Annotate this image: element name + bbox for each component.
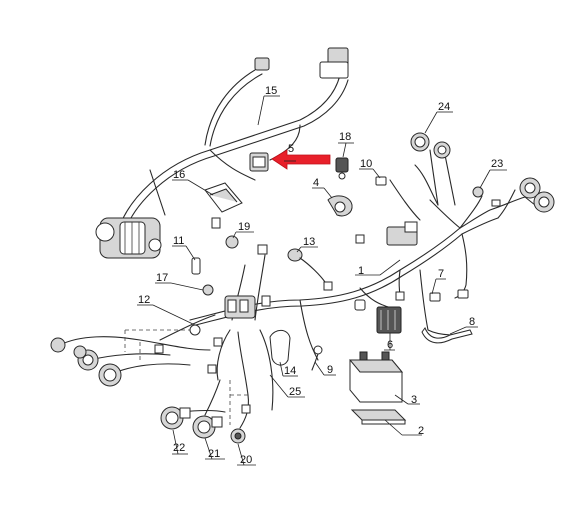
callout-3: 3 bbox=[411, 394, 417, 406]
part-2-battery-tray bbox=[350, 409, 407, 425]
leader-lines bbox=[137, 95, 507, 466]
callout-5: 5 bbox=[288, 143, 294, 155]
part-16-module bbox=[204, 182, 243, 213]
part-23-rear-lamps bbox=[472, 177, 555, 213]
callout-22: 22 bbox=[173, 442, 185, 454]
callout-12: 12 bbox=[138, 294, 150, 306]
part-4-switch bbox=[327, 195, 353, 217]
callout-labels: 1 2 3 4 5 6 7 8 9 10 11 12 13 14 15 16 1… bbox=[138, 85, 503, 466]
part-7-connector bbox=[429, 289, 469, 302]
callout-4: 4 bbox=[313, 177, 319, 189]
part-10-sensor bbox=[375, 176, 387, 186]
part-18-connector bbox=[335, 157, 349, 180]
callout-15: 15 bbox=[265, 85, 277, 97]
part-17-grommet bbox=[202, 284, 214, 296]
left-headlamps bbox=[50, 337, 122, 387]
callout-21: 21 bbox=[208, 448, 220, 460]
part-8-cable bbox=[421, 327, 473, 344]
part-6-regulator bbox=[376, 306, 402, 334]
part-20-horn bbox=[230, 428, 246, 444]
callout-1: 1 bbox=[358, 265, 364, 277]
part-19-plug bbox=[225, 235, 239, 249]
callout-6: 6 bbox=[387, 339, 393, 351]
callout-2: 2 bbox=[418, 425, 424, 437]
callout-14: 14 bbox=[284, 365, 296, 377]
callout-24: 24 bbox=[438, 101, 450, 113]
callout-19: 19 bbox=[238, 221, 250, 233]
part-11-connector bbox=[191, 257, 201, 275]
part-5-relay bbox=[249, 152, 269, 172]
callout-20: 20 bbox=[240, 454, 252, 466]
harness-connectors bbox=[154, 217, 405, 414]
part-14-cover bbox=[269, 329, 291, 366]
highlight-arrow bbox=[271, 149, 331, 170]
callout-18: 18 bbox=[339, 131, 351, 143]
central-fuse-box bbox=[224, 295, 256, 319]
starter-motor bbox=[95, 217, 162, 259]
top-connector bbox=[254, 47, 349, 79]
part-22-lamp bbox=[160, 406, 191, 430]
callout-10: 10 bbox=[360, 158, 372, 170]
callout-8: 8 bbox=[469, 316, 475, 328]
callout-11: 11 bbox=[173, 235, 184, 247]
part-24-turn-signals bbox=[410, 132, 451, 159]
callout-25: 25 bbox=[289, 386, 301, 398]
callout-16: 16 bbox=[173, 169, 185, 181]
callout-23: 23 bbox=[491, 158, 503, 170]
callout-13: 13 bbox=[303, 236, 315, 248]
part-3-battery bbox=[348, 351, 404, 403]
right-connector-block bbox=[386, 221, 418, 246]
callout-7: 7 bbox=[438, 268, 444, 280]
callout-9: 9 bbox=[327, 364, 333, 376]
part-21-lamp bbox=[192, 415, 223, 439]
callout-17: 17 bbox=[156, 272, 168, 284]
part-13-sensor bbox=[287, 248, 326, 283]
